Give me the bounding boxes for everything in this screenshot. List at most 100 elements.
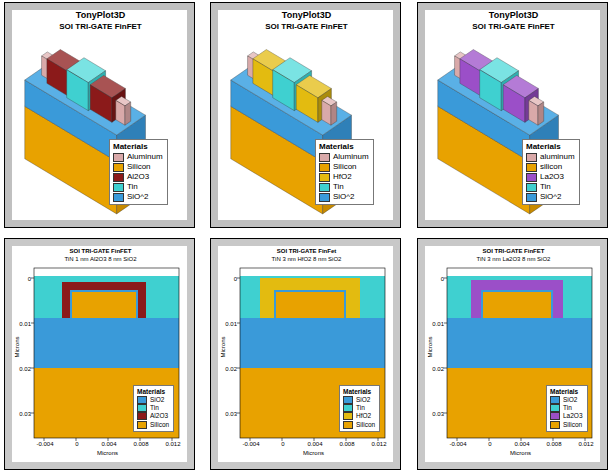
legend-title: Materials (137, 388, 169, 396)
plot-panel: TonyPlot3DSOI TRI-GATE FinFETMaterialsAl… (4, 2, 195, 228)
legend-swatch (137, 421, 147, 429)
panel-title: TiN 1 nm Al2O3 8 nm SiO2 (64, 256, 136, 263)
legend-row: La2O3 (550, 412, 583, 420)
legend-swatch (113, 163, 124, 172)
finfet-3d (25, 50, 146, 214)
legend-label: HfO2 (333, 172, 352, 182)
legend-swatch (550, 421, 560, 429)
legend-swatch (113, 193, 124, 202)
legend-row: HfO2 (343, 412, 375, 420)
tick-label: 0.03 (19, 411, 31, 418)
panel-2d-right (417, 238, 608, 470)
axis-title: Microns (426, 336, 433, 357)
legend-swatch (526, 183, 537, 192)
plot-panel: TonyPlot3DSOI TRI-GATE FinFETMaterialsAl… (210, 2, 401, 228)
legend-title: Materials (550, 388, 583, 396)
axis-title: Microns (97, 450, 118, 457)
tick-label: 0.004 (514, 441, 529, 448)
axis-title: Microns (219, 336, 226, 357)
legend-label: SiO2 (150, 396, 164, 404)
legend-label: SiO^2 (127, 192, 149, 202)
tick-label: 0 (281, 441, 284, 448)
panel-title: SOI TRI-GATE FinFet (277, 248, 337, 255)
legend-swatch (343, 396, 353, 404)
legend-row: Tin (550, 404, 583, 412)
legend-swatch (113, 153, 124, 162)
legend-row: Silicon (113, 162, 163, 172)
tick-label: 0.008 (339, 441, 354, 448)
legend-label: Tin (563, 404, 572, 412)
legend-title: Materials (343, 388, 375, 396)
panel-title: SOI TRI-GATE FinFET (70, 248, 132, 255)
tick-label: 0.02 (225, 366, 237, 373)
legend-box: MaterialsAluminumSiliconHfO2TinSiO^2 (315, 139, 374, 205)
legend-swatch (113, 173, 124, 182)
legend-label: silicon (540, 162, 562, 172)
legend-row: SiO2 (550, 396, 583, 404)
legend-swatch (319, 153, 330, 162)
legend-row: silicon (526, 162, 575, 172)
panel-title: TonyPlot3D (282, 11, 331, 21)
tick-label: 0.01 (432, 321, 444, 328)
legend-label: Tin (150, 404, 159, 412)
legend-box: MaterialsSiO2TinHfO2Silicon (339, 385, 380, 432)
tick-label: 0.012 (165, 441, 180, 448)
panel-title: TiN 3 nm HfO2 8 nm SiO2 (272, 256, 342, 263)
legend-swatch (526, 153, 537, 162)
legend-row: Silicon (550, 421, 583, 429)
legend-label: Al2O3 (150, 412, 168, 420)
tick-label: -0.004 (449, 441, 466, 448)
legend-title: Materials (113, 142, 163, 152)
legend-label: Silicon (356, 421, 375, 429)
panel-3d-right (417, 2, 608, 228)
legend-label: Silicon (150, 421, 169, 429)
tick-label: 0.008 (133, 441, 148, 448)
tick-label: -0.004 (36, 441, 53, 448)
legend-label: Tin (333, 182, 344, 192)
legend-label: SiO^2 (333, 192, 355, 202)
legend-row: HfO2 (319, 172, 369, 182)
legend-row: Tin (113, 182, 163, 192)
legend-swatch (550, 396, 560, 404)
legend-row: SiO^2 (319, 192, 369, 202)
legend-row: Tin (137, 404, 169, 412)
panel-3d-middle (210, 2, 401, 228)
legend-label: SiO2 (356, 396, 370, 404)
legend-label: Tin (127, 182, 138, 192)
panel-3d-left (4, 2, 195, 228)
panel-title: TiN 3 nm La2O3 8 nm SiO2 (477, 256, 551, 263)
legend-row: Silicon (343, 421, 375, 429)
legend-label: Aluminum (333, 152, 369, 162)
legend-row: Tin (319, 182, 369, 192)
tick-label: 0 (234, 276, 237, 283)
legend-box: MaterialsSiO2TinAl2O3Silicon (133, 385, 174, 432)
finfet-3d (231, 50, 352, 214)
tick-label: 0.012 (371, 441, 386, 448)
panel-title: SOI TRI-GATE FinFET (59, 23, 142, 32)
tick-label: 0 (75, 441, 78, 448)
legend-swatch (113, 183, 124, 192)
legend-label: Tin (356, 404, 365, 412)
tick-label: 0.012 (578, 441, 593, 448)
legend-swatch (319, 193, 330, 202)
legend-title: Materials (319, 142, 369, 152)
plot-panel: SOI TRI-GATE FinFetTiN 3 nm HfO2 8 nm Si… (210, 238, 401, 470)
legend-label: Silicon (127, 162, 151, 172)
legend-swatch (550, 404, 560, 412)
axis-title: Microns (510, 450, 531, 457)
axis-title: Microns (303, 450, 324, 457)
legend-swatch (137, 412, 147, 420)
legend-swatch (319, 173, 330, 182)
tick-label: 0 (488, 441, 491, 448)
plot-panel: TonyPlot3DSOI TRI-GATE FinFETMaterialsal… (417, 2, 608, 228)
panel-2d-middle (210, 238, 401, 470)
legend-label: SiO2 (563, 396, 577, 404)
legend-label: Tin (540, 182, 551, 192)
legend-label: aluminum (540, 152, 575, 162)
legend-swatch (550, 412, 560, 420)
legend-row: Silicon (319, 162, 369, 172)
tick-label: 0.03 (432, 411, 444, 418)
legend-label: HfO2 (356, 412, 371, 420)
legend-box: MaterialsSiO2TinLa2O3Silicon (546, 385, 588, 432)
plot-panel: SOI TRI-GATE FinFETTiN 1 nm Al2O3 8 nm S… (4, 238, 195, 470)
